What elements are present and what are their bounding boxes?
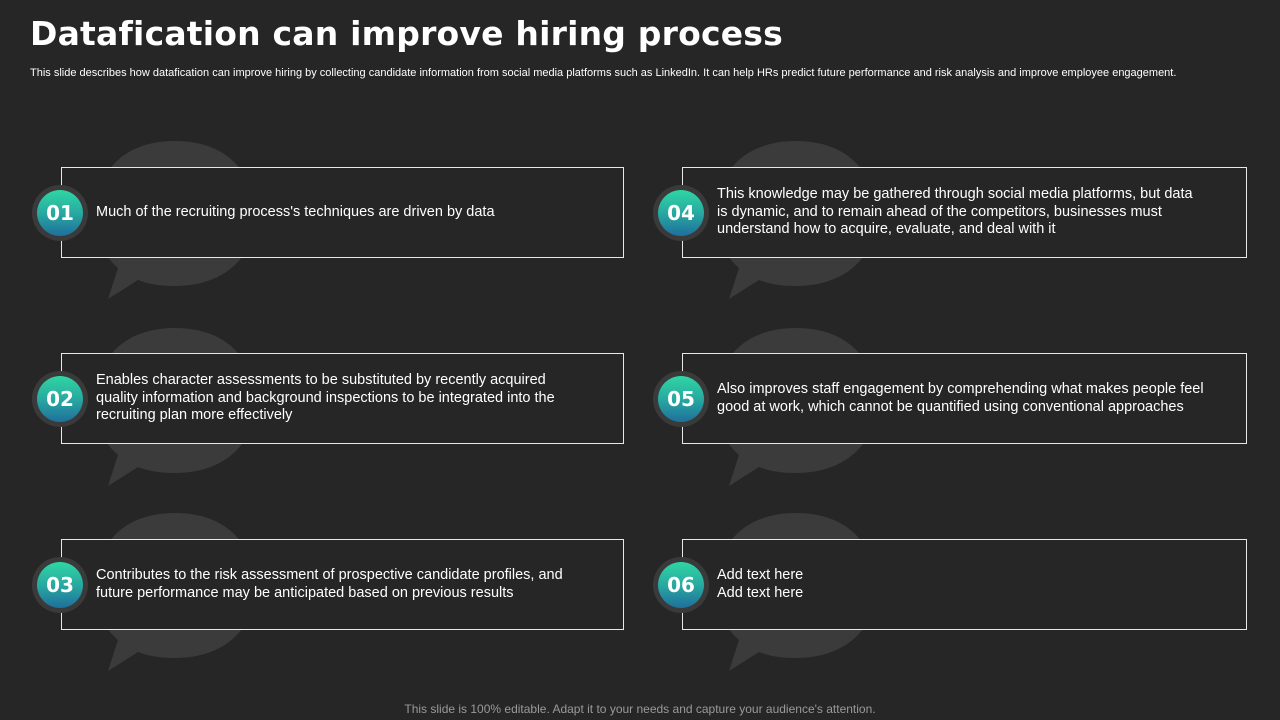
- item-card-05: Also improves staff engagement by compre…: [682, 353, 1247, 444]
- item-card-03: Contributes to the risk assessment of pr…: [61, 539, 624, 630]
- item-badge-06: 06: [653, 557, 709, 613]
- slide-subtitle: This slide describes how datafication ca…: [30, 67, 1177, 79]
- item-text-03: Contributes to the risk assessment of pr…: [96, 567, 563, 601]
- item-text-06: Add text here Add text here: [717, 567, 804, 601]
- slide-footer: This slide is 100% editable. Adapt it to…: [404, 702, 876, 716]
- item-number-02: 02: [37, 376, 83, 422]
- item-number-01: 01: [37, 190, 83, 236]
- item-badge-01: 01: [32, 185, 88, 241]
- item-number-06: 06: [658, 562, 704, 608]
- item-badge-04: 04: [653, 185, 709, 241]
- item-badge-02: 02: [32, 371, 88, 427]
- item-text-04: This knowledge may be gathered through s…: [717, 186, 1193, 238]
- item-number-05: 05: [658, 376, 704, 422]
- item-number-03: 03: [37, 562, 83, 608]
- item-card-06: Add text here Add text here: [682, 539, 1247, 630]
- item-badge-05: 05: [653, 371, 709, 427]
- item-card-01: Much of the recruiting process's techniq…: [61, 167, 624, 258]
- slide-title: Datafication can improve hiring process: [30, 14, 783, 53]
- item-text-05: Also improves staff engagement by compre…: [717, 381, 1204, 415]
- item-card-02: Enables character assessments to be subs…: [61, 353, 624, 444]
- item-card-04: This knowledge may be gathered through s…: [682, 167, 1247, 258]
- item-text-01: Much of the recruiting process's techniq…: [96, 203, 495, 220]
- item-number-04: 04: [658, 190, 704, 236]
- item-badge-03: 03: [32, 557, 88, 613]
- item-text-02: Enables character assessments to be subs…: [96, 372, 555, 424]
